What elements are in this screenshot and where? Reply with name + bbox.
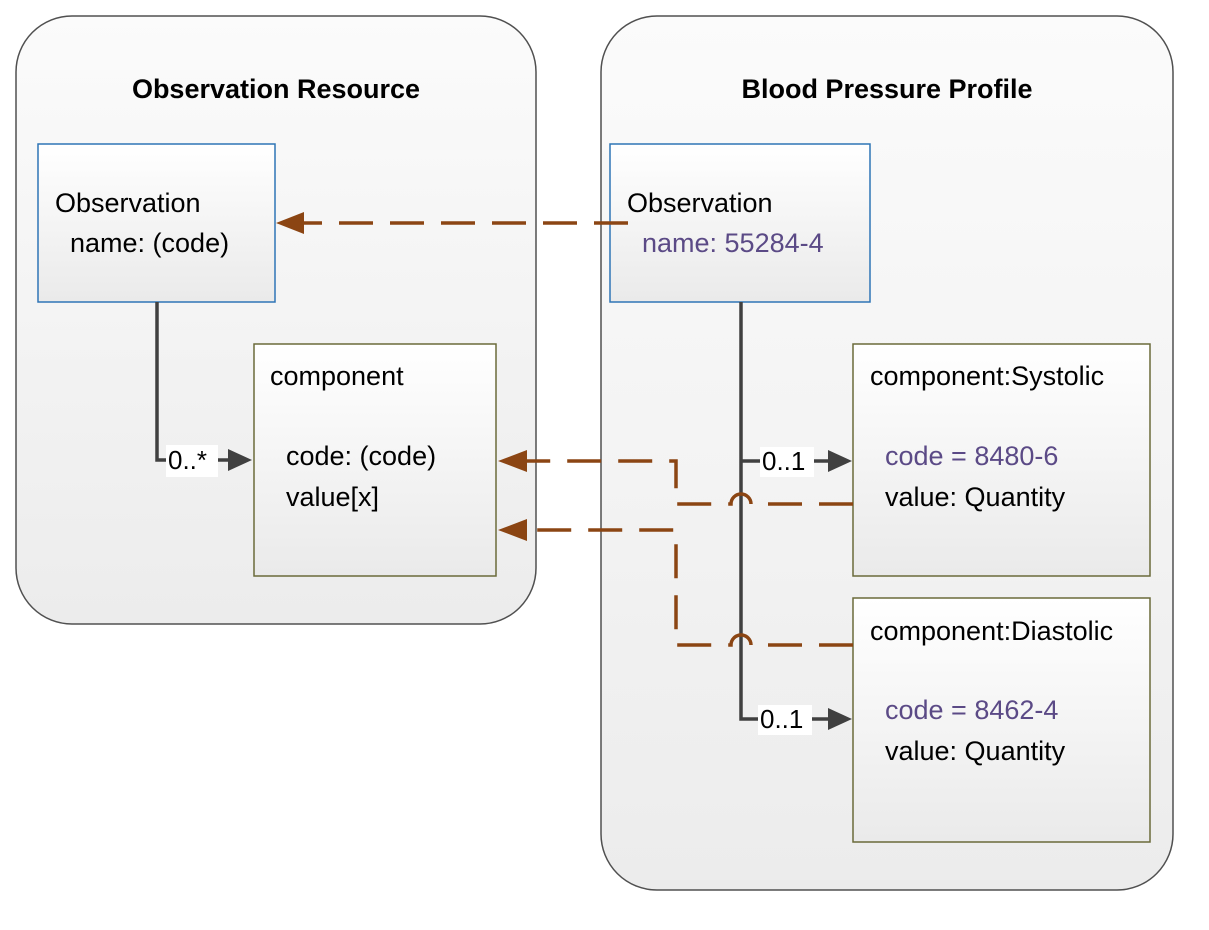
- fixed-value-label: code = 8480-6: [885, 441, 1058, 471]
- box-label: name: (code): [70, 228, 229, 258]
- resource-containment-connector: 0..*: [155, 302, 252, 477]
- systolic-reference-arrow: [498, 450, 853, 506]
- box-label: value: Quantity: [885, 482, 1066, 512]
- box-title: component: [270, 361, 404, 391]
- fixed-value-label: name: 55284-4: [642, 228, 824, 258]
- box-label: Observation: [55, 188, 201, 218]
- box-label: value: Quantity: [885, 736, 1066, 766]
- resource-component-box: component code: (code) value[x]: [253, 343, 497, 577]
- fixed-value-label: code = 8462-4: [885, 695, 1058, 725]
- box-title: component:Systolic: [870, 361, 1104, 391]
- box-label: value[x]: [286, 482, 379, 512]
- profile-containment-connector: 0..1 0..1: [739, 302, 852, 735]
- profile-observation-box: Observation name: 55284-4: [609, 143, 871, 303]
- diastolic-component-box: component:Diastolic code = 8462-4 value:…: [852, 597, 1151, 843]
- diastolic-reference-arrow: [498, 519, 853, 647]
- multiplicity-label: 0..*: [168, 445, 207, 475]
- systolic-component-box: component:Systolic code = 8480-6 value: …: [852, 343, 1151, 577]
- observation-reference-arrow: [276, 212, 628, 234]
- box-title: component:Diastolic: [870, 616, 1113, 646]
- container-title: Blood Pressure Profile: [741, 74, 1032, 104]
- container-title: Observation Resource: [132, 74, 420, 104]
- resource-observation-box: Observation name: (code): [37, 143, 276, 303]
- systolic-multiplicity-label: 0..1: [762, 446, 805, 476]
- diastolic-multiplicity-label: 0..1: [760, 704, 803, 734]
- box-label: code: (code): [286, 441, 436, 471]
- box-label: Observation: [627, 188, 773, 218]
